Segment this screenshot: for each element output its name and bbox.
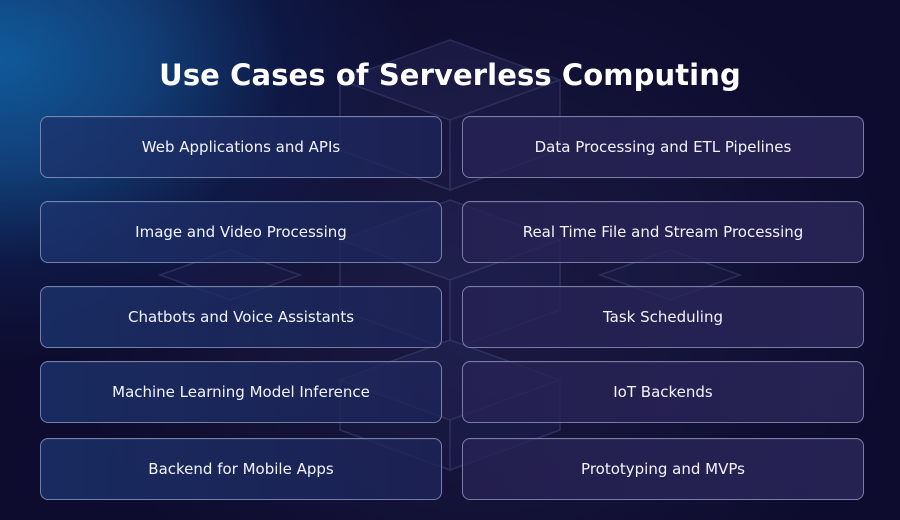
use-case-card: Image and Video Processing [40, 201, 442, 263]
use-case-card: IoT Backends [462, 361, 864, 423]
use-case-card: Chatbots and Voice Assistants [40, 286, 442, 348]
use-case-card: Data Processing and ETL Pipelines [462, 116, 864, 178]
page-title: Use Cases of Serverless Computing [159, 58, 741, 92]
use-case-card: Backend for Mobile Apps [40, 438, 442, 500]
use-case-card: Task Scheduling [462, 286, 864, 348]
use-case-grid: Web Applications and APIs Data Processin… [40, 116, 866, 501]
use-case-card: Web Applications and APIs [40, 116, 442, 178]
use-case-card: Prototyping and MVPs [462, 438, 864, 500]
use-case-card: Machine Learning Model Inference [40, 361, 442, 423]
use-case-card: Real Time File and Stream Processing [462, 201, 864, 263]
